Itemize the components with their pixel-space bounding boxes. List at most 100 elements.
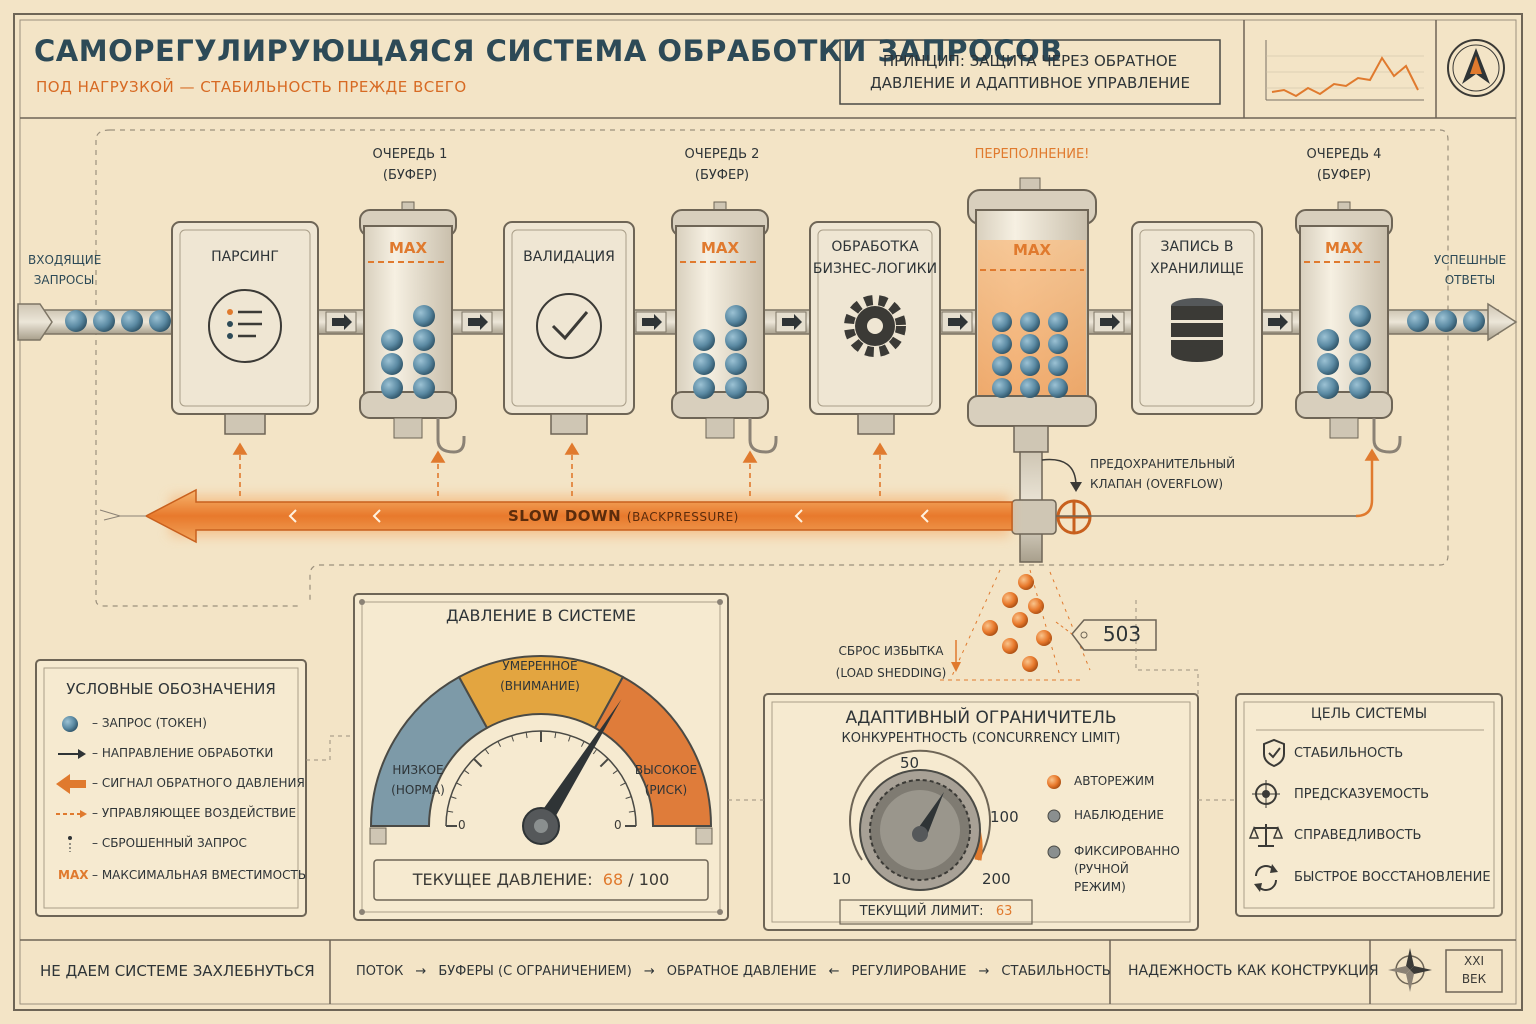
backpressure-label: SLOW DOWN (BACKPRESSURE) [508,507,739,525]
page-title: Саморегулирующаяся система обработки зап… [34,34,1063,68]
zone-medium-label: Умеренное (внимание) [500,659,580,693]
queue-token [1349,329,1371,351]
goal-stability: Стабильность [1294,746,1404,761]
valve-label: Предохранительный клапан (overflow) [1090,457,1236,491]
queue-token [1317,329,1339,351]
overflow-tank-tokens [992,312,1068,398]
stamp-frame [1445,949,1503,993]
footer-reliability: Надежность как конструкция [1128,963,1379,979]
goal-fairness: Справедливость [1294,828,1422,843]
error-code: 503 [1102,622,1142,646]
queue-tank [671,201,778,454]
gauge-zero-left: 0 [458,818,466,832]
compass-icon [1388,948,1432,992]
check-icon [536,293,602,359]
queue-token [693,353,715,375]
zone-low-label: Низкое (норма) [391,763,445,797]
control-signal-arrows [232,442,1380,496]
safety-valve [1011,451,1092,563]
limiter-title: Адаптивный ограничитель [845,708,1117,728]
limiter-subtitle: Конкурентность (Concurrency limit) [841,731,1121,746]
queue-token [1317,377,1339,399]
output-label: Успешные ответы [1433,253,1507,287]
current-pressure-readout: Текущее давление: 68 / 100 [412,870,670,889]
footer-chain-item: ← [828,964,840,979]
queue-caption-1: Очередь 1(буфер) [372,147,448,183]
legend-item-token: – Запрос (токен) [92,716,207,730]
shed-tokens [940,569,1091,681]
legend-item-backpressure: – Сигнал обратного давления [92,776,305,790]
gauge-zero-right: 0 [614,818,622,832]
pressure-title: Давление в системе [446,606,636,625]
mini-trend-chart [1265,40,1424,101]
footer-chain-item: → [978,964,990,979]
queue-token [725,353,747,375]
queue-max-2: MAX [700,239,740,257]
queue-tank [1295,201,1402,454]
queue-token [381,353,403,375]
error-tag [1055,619,1157,651]
queue-token [381,329,403,351]
page-subtitle: Под нагрузкой — стабильность прежде всег… [36,78,467,96]
input-label: Входящие запросы [28,253,102,287]
scales-icon [1248,824,1284,847]
flow-direction-arrows [325,311,1293,333]
mode-fixed: Фиксированно (ручной режим) [1074,844,1180,894]
stage-box-business-logic [809,221,941,435]
limiter-tick-100: 100 [990,808,1019,826]
stage-box-storage [1131,221,1263,415]
queue-token [413,305,435,327]
queue-token [1349,353,1371,375]
queue-max-4: MAX [1324,239,1364,257]
mode-observe: Наблюдение [1074,808,1164,822]
stage-label-parsing: Парсинг [211,249,279,265]
legend-symbols [56,716,87,852]
stage-label-validation: Валидация [523,249,615,265]
backpressure-arrow [99,456,1374,544]
queue-token [693,329,715,351]
queue-token [413,377,435,399]
stage-box-validation [503,221,635,435]
footer-chain-item: Стабильность [1001,964,1111,979]
principle-text: Принцип: защита через обратное давление … [869,52,1191,92]
legend-panel-frame [35,659,307,917]
limiter-panel-frame [763,693,1199,931]
queue-token [381,377,403,399]
emblem-icon [1447,39,1505,97]
legend-item-max: – Максимальная вместимость [92,868,307,882]
queue-max-overflow: MAX [1012,241,1052,259]
incoming-tokens [65,310,171,332]
footer-chain-item: Регулирование [851,964,967,979]
queue-max-1: MAX [388,239,428,257]
refresh-icon [1254,864,1278,892]
footer-chain-item: Буферы (с ограничением) [438,964,632,979]
legend-max-symbol: MAX [58,868,89,882]
queue-caption-overflow: Переполнение! [974,147,1090,162]
gauge-zone-high [593,675,713,827]
queue-token [725,305,747,327]
outgoing-tokens [1407,310,1485,332]
footer-chain-item: → [643,964,655,979]
stage-box-parsing [171,221,319,435]
queue-token [1349,377,1371,399]
footer-chain-item: Обратное давление [666,964,817,979]
gauge-needle [534,699,622,831]
pressure-gauge [369,655,713,845]
current-limit-readout: Текущий лимит: 63 [859,904,1013,919]
goal-recovery: Быстрое восстановление [1294,870,1491,885]
limiter-tick-10: 10 [832,870,852,888]
stage-label-business-logic: Обработка бизнес-логики [812,239,938,277]
zone-high-label: Высокое (риск) [634,763,698,797]
mode-auto: Авторежим [1074,774,1155,788]
queue-caption-4: Очередь 4(буфер) [1306,147,1382,183]
queue-tank [359,201,466,454]
shield-check-icon [1263,738,1285,768]
goals-panel-frame [1235,693,1503,917]
legend-item-dropped: – Сброшенный запрос [92,836,247,850]
queue-token [413,353,435,375]
goals-title: Цель системы [1310,706,1428,722]
footer-chain: Поток→Буферы (с ограничением)→Обратное д… [350,964,1111,979]
